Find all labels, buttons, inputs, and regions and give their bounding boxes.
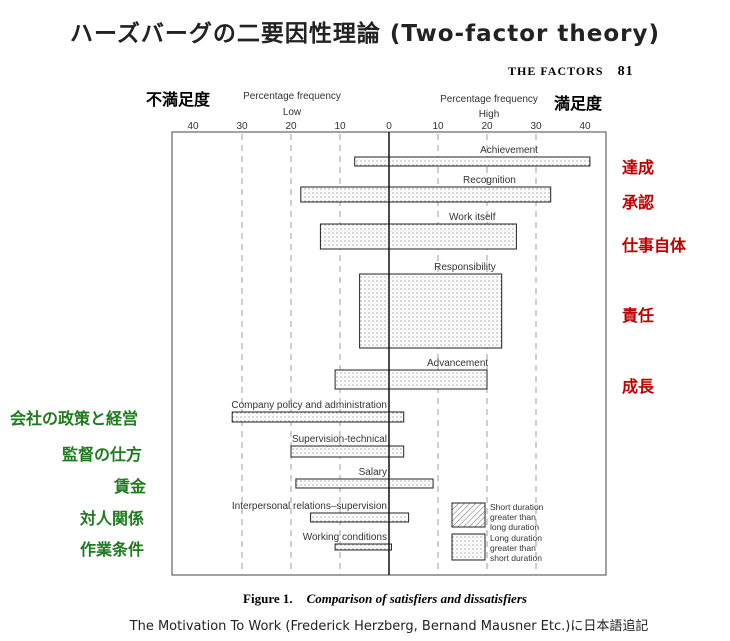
left-axis-sublabel: Low bbox=[283, 107, 302, 118]
book-page-number: 81 bbox=[617, 64, 634, 79]
annotation-work-itself: 仕事自体 bbox=[622, 236, 687, 255]
bar-dissatisfaction bbox=[231, 411, 390, 423]
bar-group: Responsibility bbox=[359, 262, 503, 349]
bar-group: Company policy and administration bbox=[231, 400, 405, 423]
source-footer: The Motivation To Work (Frederick Herzbe… bbox=[129, 619, 649, 634]
bar-group: Advancement bbox=[334, 358, 488, 390]
bar-dissatisfaction bbox=[290, 445, 390, 458]
figure-label: Figure 1. bbox=[243, 591, 293, 606]
x-tick-label: 40 bbox=[187, 121, 199, 132]
x-tick-label: 20 bbox=[285, 121, 297, 132]
bar-dissatisfaction bbox=[319, 223, 390, 250]
bar-category-label: Supervision-technical bbox=[292, 434, 387, 445]
bar-dissatisfaction bbox=[300, 186, 390, 203]
bar-group: Work itself bbox=[319, 212, 517, 250]
x-tick-label: 0 bbox=[386, 121, 392, 132]
bar-category-label: Salary bbox=[359, 467, 387, 478]
legend-swatch-dotted bbox=[451, 533, 486, 561]
figure-caption-text: Comparison of satisfiers and dissatisfie… bbox=[306, 591, 527, 606]
bar-group: Supervision-technical bbox=[290, 434, 405, 458]
satisfaction-heading: 満足度 bbox=[554, 94, 603, 113]
annotation-interpersonal: 対人関係 bbox=[80, 509, 145, 528]
bar-category-label: Achievement bbox=[480, 145, 538, 156]
book-header: THE FACTORS 81 bbox=[508, 64, 634, 80]
bar-satisfaction bbox=[388, 369, 488, 390]
bar-satisfaction bbox=[388, 512, 410, 523]
right-axis-label: Percentage frequency bbox=[440, 94, 538, 105]
bar-group: Working conditions bbox=[303, 532, 392, 551]
bar-satisfaction bbox=[388, 186, 552, 203]
annotation-working-conditions: 作業条件 bbox=[80, 540, 145, 559]
bar-group: Interpersonal relations–supervision bbox=[232, 501, 410, 523]
x-tick-label: 40 bbox=[579, 121, 591, 132]
x-tick-label: 10 bbox=[432, 121, 444, 132]
annotation-salary: 賃金 bbox=[114, 477, 147, 496]
figure-caption: Figure 1. Comparison of satisfiers and di… bbox=[0, 591, 730, 607]
bar-dissatisfaction bbox=[310, 512, 390, 523]
bar-group: Achievement bbox=[354, 145, 591, 167]
x-tick-label: 10 bbox=[334, 121, 346, 132]
right-axis-sublabel: High bbox=[479, 109, 500, 120]
bar-group: Recognition bbox=[300, 175, 552, 203]
bar-category-label: Interpersonal relations–supervision bbox=[232, 501, 387, 512]
bar-dissatisfaction bbox=[295, 478, 390, 489]
annotation-advancement: 成長 bbox=[622, 377, 655, 396]
annotation-recognition: 承認 bbox=[622, 193, 655, 212]
bar-category-label: Company policy and administration bbox=[231, 400, 387, 411]
book-section: THE FACTORS bbox=[508, 64, 604, 78]
bar-category-label: Working conditions bbox=[303, 532, 387, 543]
left-axis-label: Percentage frequency bbox=[243, 91, 341, 102]
x-tick-label: 20 bbox=[481, 121, 493, 132]
bar-satisfaction bbox=[388, 273, 503, 349]
bar-category-label: Recognition bbox=[463, 175, 516, 186]
bar-dissatisfaction bbox=[359, 273, 390, 349]
bar-satisfaction bbox=[388, 156, 591, 167]
bar-dissatisfaction bbox=[354, 156, 390, 167]
bar-satisfaction bbox=[388, 445, 405, 458]
bar-category-label: Responsibility bbox=[434, 262, 496, 273]
bar-group: Salary bbox=[295, 467, 434, 489]
annotation-achievement: 達成 bbox=[622, 158, 655, 177]
x-tick-label: 30 bbox=[236, 121, 248, 132]
annotation-responsibility: 責任 bbox=[622, 306, 655, 325]
bar-satisfaction bbox=[388, 223, 517, 250]
dissatisfaction-heading: 不満足度 bbox=[146, 90, 211, 109]
annotation-company-policy: 会社の政策と経営 bbox=[10, 409, 139, 428]
bar-category-label: Advancement bbox=[427, 358, 488, 369]
bar-satisfaction bbox=[388, 478, 434, 489]
x-tick-label: 30 bbox=[530, 121, 542, 132]
legend-swatch-hatched bbox=[451, 502, 486, 528]
page-title: ハーズバーグの二要因性理論 (Two-factor theory) bbox=[69, 21, 661, 47]
bar-dissatisfaction bbox=[334, 369, 390, 390]
bar-dissatisfaction bbox=[334, 543, 390, 551]
bar-satisfaction bbox=[388, 411, 405, 423]
bar-category-label: Work itself bbox=[449, 212, 496, 223]
annotation-supervision: 監督の仕方 bbox=[62, 445, 143, 464]
